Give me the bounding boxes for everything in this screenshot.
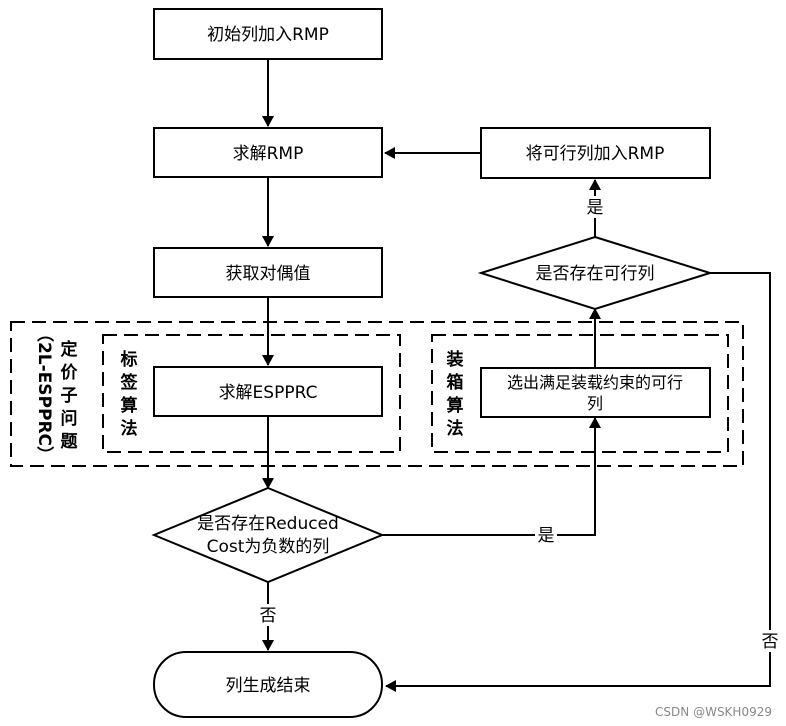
pricing-char-3: 问 — [61, 408, 78, 429]
solve-rmp-label: 求解RMP — [233, 144, 304, 164]
pricing-char-1: 价 — [61, 363, 79, 383]
decision-feasible-label: 是否存在可行列 — [536, 264, 655, 284]
edge-label-yes-feasible: 是 — [587, 198, 604, 218]
packing-char-3: 法 — [447, 418, 464, 439]
labeling-char-0: 标 — [121, 349, 138, 370]
packing-char-0: 装 — [446, 349, 464, 370]
labeling-char-1: 签 — [120, 372, 139, 393]
end-node — [153, 651, 383, 718]
edge-label-no-feasible: 否 — [762, 632, 779, 652]
edge-label-no-reduced: 否 — [260, 606, 277, 626]
end-label: 列生成结束 — [226, 676, 311, 696]
solve-espprc-label: 求解ESPPRC — [219, 383, 318, 403]
edge-feasible-no-to-end — [385, 272, 771, 692]
decision-feasible — [477, 235, 714, 311]
pricing-char-2: 子 — [61, 386, 78, 406]
labeling-algorithm-group — [102, 334, 401, 453]
edge-decision-yes-to-select — [382, 417, 601, 536]
packing-algorithm-group — [431, 334, 729, 453]
select-columns-label-1: 选出满足装载约束的可行 — [507, 373, 683, 392]
select-columns-label-2: 列 — [587, 394, 603, 413]
labeling-char-3: 法 — [121, 418, 138, 439]
pricing-char-0: 定 — [61, 339, 78, 360]
watermark: CSDN @WSKH0929 — [655, 705, 772, 719]
pricing-subtitle: （2L-ESPPRC） — [34, 325, 55, 463]
edge-label-yes-reduced: 是 — [538, 526, 555, 546]
add-feasible-node — [480, 127, 711, 179]
decision-reduced-label-1: 是否存在Reduced — [197, 514, 339, 534]
get-dual-node — [153, 247, 383, 298]
packing-char-1: 箱 — [447, 372, 464, 393]
decision-reduced-label-2: Cost为负数的列 — [207, 537, 330, 557]
labeling-char-2: 算 — [120, 395, 138, 416]
init-label: 初始列加入RMP — [207, 25, 329, 45]
solve-espprc-node — [153, 366, 383, 417]
pricing-char-4: 题 — [61, 432, 79, 452]
get-dual-label: 获取对偶值 — [226, 264, 311, 284]
add-feasible-label: 将可行列加入RMP — [526, 144, 665, 164]
solve-rmp-node — [153, 127, 383, 178]
packing-char-2: 算 — [446, 395, 464, 416]
select-columns-node — [480, 367, 711, 418]
init-node — [153, 8, 383, 60]
pricing-problem-group — [10, 321, 744, 467]
decision-reduced-cost — [151, 486, 385, 584]
